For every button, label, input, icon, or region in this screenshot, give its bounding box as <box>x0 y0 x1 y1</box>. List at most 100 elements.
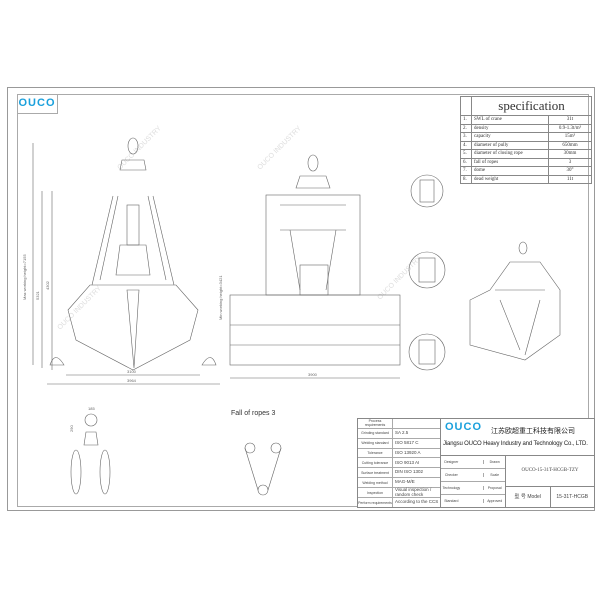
drawing-frame <box>17 94 589 507</box>
svg-text:OUCO INDUSTRY: OUCO INDUSTRY <box>376 255 423 302</box>
company-header: OUCO 江苏欧超重工科技有限公司 Jiangsu OUCO Heavy Ind… <box>441 419 594 456</box>
side-width-label: 3900 <box>308 372 318 377</box>
svg-text:OUCO INDUSTRY: OUCO INDUSTRY <box>116 125 163 172</box>
signature-cell: Drawn <box>483 460 505 464</box>
height-label-2: 4302 <box>45 280 50 290</box>
spec-value: 31t <box>548 115 592 125</box>
spec-no: 4. <box>460 140 472 150</box>
company-name-cn: 江苏欧超重工科技有限公司 <box>491 427 575 435</box>
requirement-key: Welding standard <box>358 438 393 448</box>
svg-text:OUCO INDUSTRY: OUCO INDUSTRY <box>256 125 303 172</box>
fall-of-ropes-label: Fall of ropes 3 <box>231 410 276 417</box>
requirement-value: DIN ISO 1302 <box>395 469 424 475</box>
requirement-value: SA 2.5 <box>395 429 409 435</box>
spec-value: 11t <box>548 174 592 184</box>
signature-cell: Approved <box>483 499 505 503</box>
requirement-value: Visual inspection / random check <box>395 487 432 497</box>
requirement-key: Perform requirements <box>358 498 393 508</box>
requirement-row: Process requirements <box>358 419 440 429</box>
total-width-label: 3964 <box>127 378 137 383</box>
requirement-key: Tolerance <box>358 448 393 458</box>
spec-no: 2. <box>460 123 472 133</box>
requirement-value: According to the CCS <box>395 499 439 505</box>
drawing-sheet-border <box>7 87 595 511</box>
drawing-number: OUCO-15-31T-HCGB-TZY <box>506 456 594 487</box>
signature-cell: Technology <box>442 486 461 490</box>
signature-row: Designer Drawn <box>441 456 505 469</box>
signature-row: Checker Scale <box>441 469 505 482</box>
spec-item: dome <box>471 166 549 176</box>
spec-item: diameter of pully <box>471 140 549 150</box>
requirement-value <box>393 419 440 428</box>
requirement-value: ISO 5817 C <box>395 439 419 445</box>
spec-item: capacity <box>471 132 549 142</box>
spec-title: specification <box>471 96 592 116</box>
company-name-en: Jiangsu OUCO Heavy Industry and Technolo… <box>443 441 588 447</box>
requirement-key: Cutting tolerance <box>358 458 393 468</box>
watermark: OUCO INDUSTRY OUCO INDUSTRY OUCO INDUSTR… <box>56 125 423 332</box>
grab-3d-view <box>469 241 561 361</box>
spec-no: 7. <box>460 166 472 176</box>
signature-cell: Checker <box>444 473 458 477</box>
requirement-value: ISO 9013 AI <box>395 459 420 465</box>
detail-dim-a: 185 <box>88 406 95 411</box>
requirement-key: Process requirements <box>358 419 393 428</box>
spec-item: SWL of crane <box>471 115 549 125</box>
side-view <box>229 154 401 379</box>
requirement-value: ISO 13920 A <box>395 449 421 455</box>
spec-no: 3. <box>460 132 472 142</box>
spec-no: 6. <box>460 157 472 167</box>
spec-value: 30mm <box>548 149 592 159</box>
spec-value: 0.9-1.3t/m³ <box>548 123 592 133</box>
height-label-1: 5321 <box>35 290 40 300</box>
requirement-key: Surface treatment <box>358 468 393 478</box>
spec-item: density <box>471 123 549 133</box>
max-height-label: Max working height=7155 <box>22 254 27 300</box>
spec-no: 5. <box>460 149 472 159</box>
model-value: 15-31T-HCGB <box>556 494 589 500</box>
requirement-key: Grinding standard <box>358 428 393 438</box>
rope-detail <box>70 413 282 496</box>
spec-item: fall of ropes <box>471 157 549 167</box>
spec-no: 1. <box>460 115 472 125</box>
company-logo: OUCO <box>445 421 482 433</box>
spec-item: diameter of closing rope <box>471 149 549 159</box>
requirement-key: Inspection <box>358 488 393 498</box>
signature-cell: Proposal <box>483 486 505 490</box>
requirement-value: MAG-M/E <box>395 479 415 485</box>
signature-cell: Scale <box>483 473 505 477</box>
signature-row: Technology Proposal <box>441 482 505 495</box>
section-details <box>408 174 446 371</box>
signature-cell: Designer <box>444 460 459 464</box>
spec-value: 650mm <box>548 140 592 150</box>
requirement-key: Welding method <box>358 478 393 488</box>
ouco-logo: OUCO <box>17 94 58 114</box>
svg-text:OUCO INDUSTRY: OUCO INDUSTRY <box>56 285 103 332</box>
spec-no: 8. <box>460 174 472 184</box>
spec-value: 15m³ <box>548 132 592 142</box>
open-width-label: 3100 <box>127 369 137 374</box>
spec-value: 3 <box>548 157 592 167</box>
